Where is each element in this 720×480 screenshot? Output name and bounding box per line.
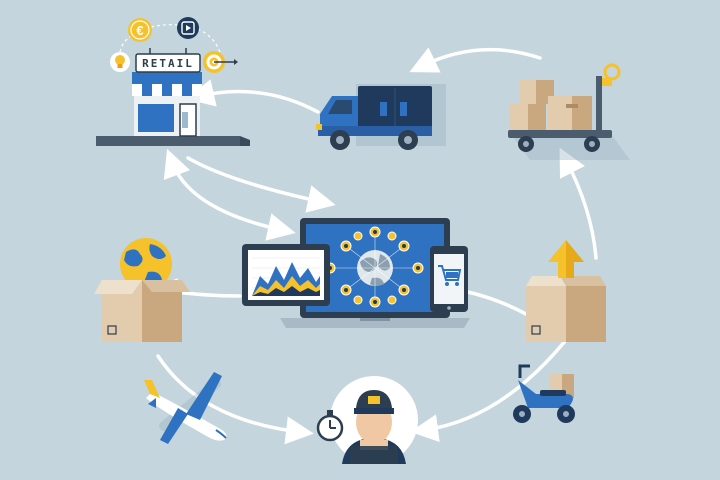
lightbulb-icon [110,52,130,72]
euro-symbol: € [136,23,143,38]
delivery-truck [316,84,446,150]
stopwatch-icon [316,410,344,442]
tablet-with-chart [242,244,330,306]
arrow-truck-to-store [186,79,320,114]
arrow-globe-box-to-courier [156,354,314,445]
scooter-with-box [513,364,575,423]
video-play-icon [177,17,199,39]
store-sign-text: RETAIL [142,57,194,70]
smartphone-with-cart [430,246,468,312]
euro-coin-icon: € [128,18,152,42]
up-arrow-icon [548,240,584,278]
arrow-store-laptop-top [186,156,336,213]
shopping-cart-icon [438,265,462,286]
arrow-scooter-to-courier [410,338,568,443]
airplane [144,372,227,444]
flow-arrows [148,47,598,445]
globe-on-box [94,238,190,342]
target-icon [203,51,238,73]
arrow-upbox-to-hand-truck [559,147,598,260]
arrow-hand-truck-to-truck [409,47,542,73]
retail-store: RETAIL € [96,17,250,146]
arrow-store-to-laptop [163,148,296,241]
courier-avatar [330,376,418,464]
hand-truck-with-boxes [508,63,630,160]
box-with-up-arrow [526,240,606,342]
